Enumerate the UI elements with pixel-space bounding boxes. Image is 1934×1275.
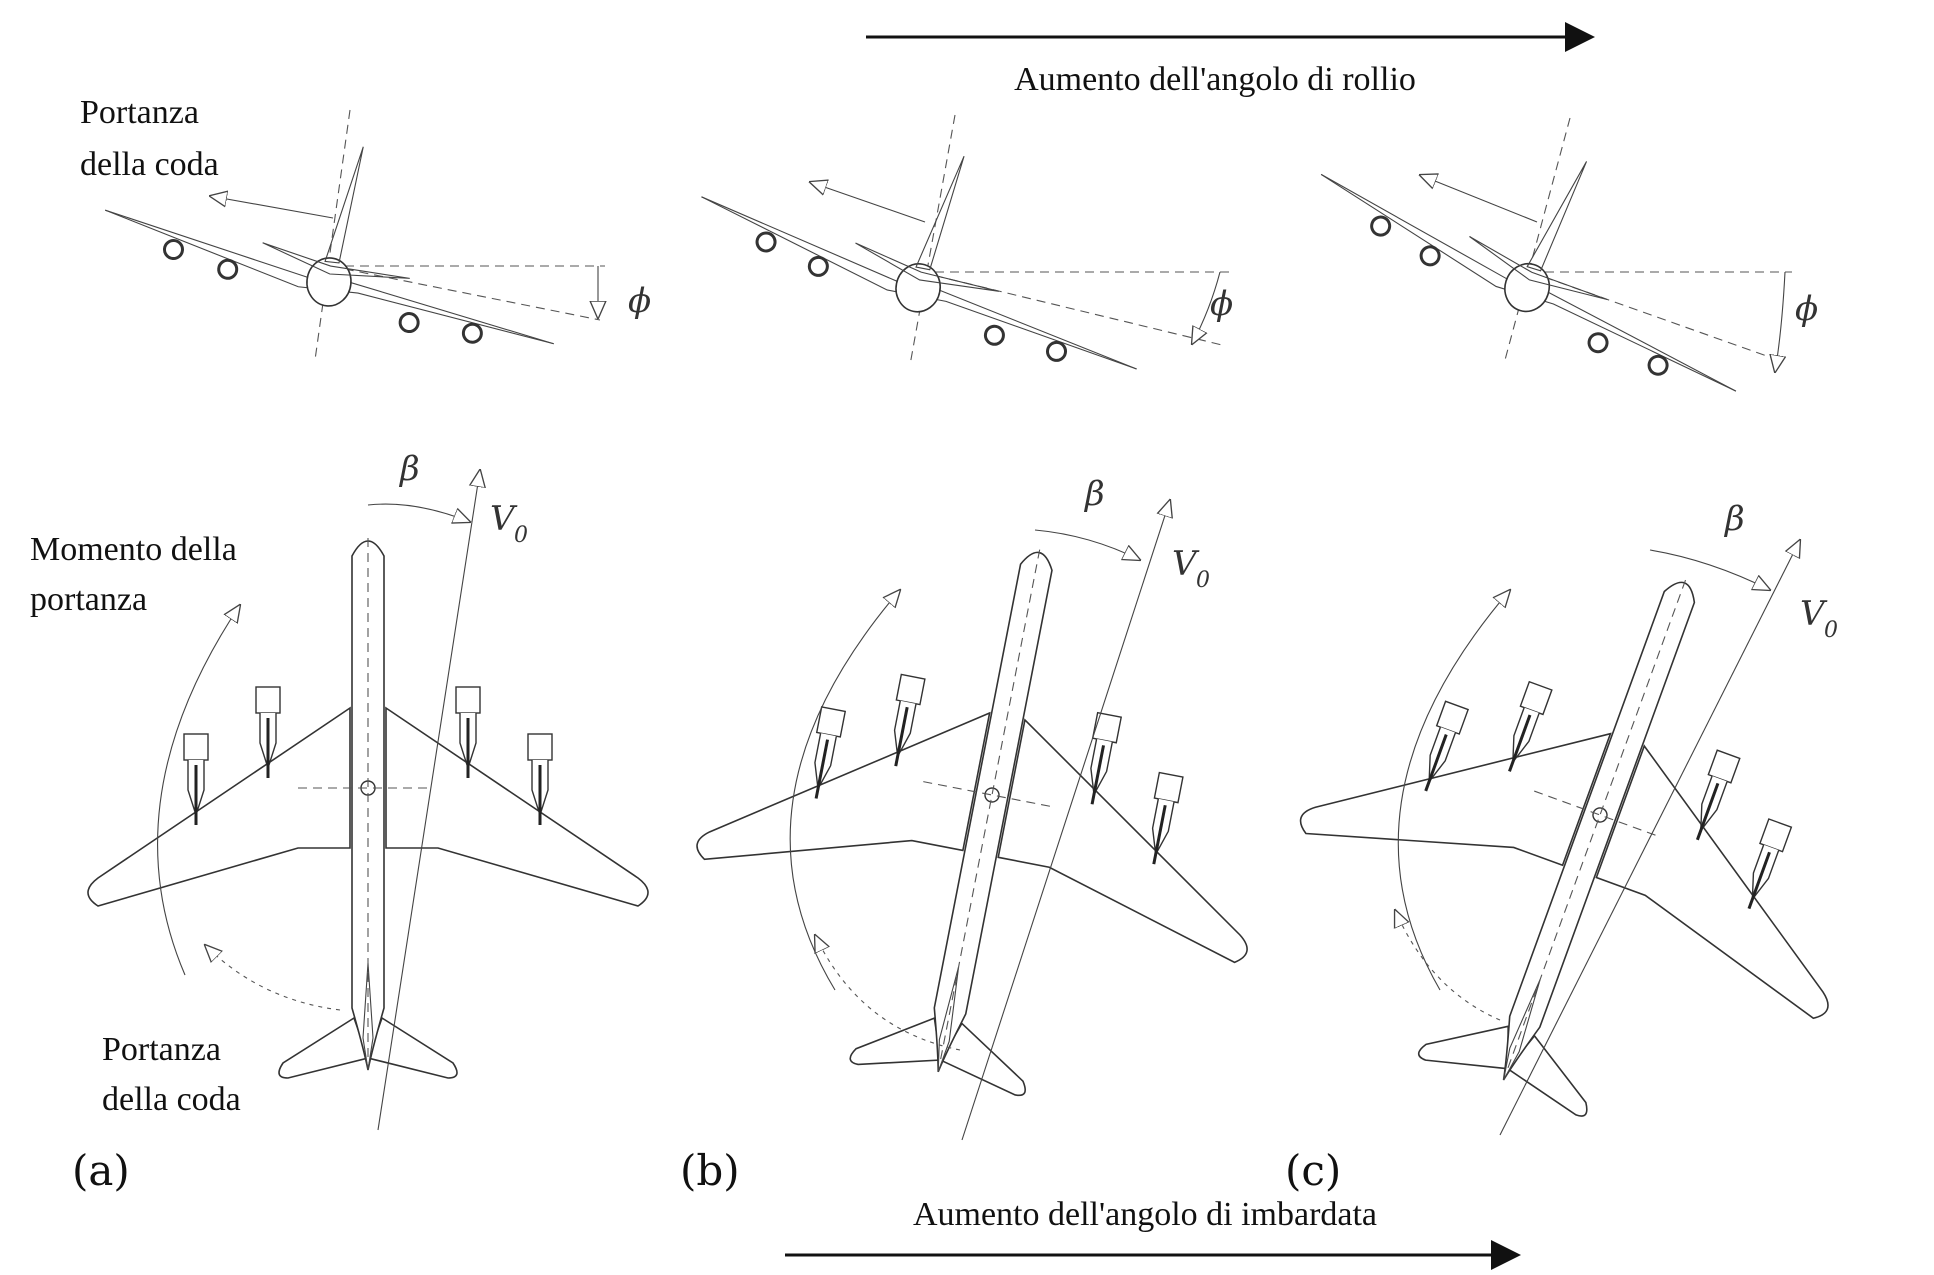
sideslip-symbol-b: β	[1083, 474, 1105, 514]
top-view-a: β V 0 (a)	[72, 449, 650, 1195]
roll-angle-arrow: Aumento dell'angolo di rollio	[866, 22, 1595, 98]
tail-lift-label-bottom-line1: Portanza	[102, 1031, 221, 1068]
roll-angle-symbol-b: ϕ	[1210, 284, 1233, 324]
sideslip-symbol-a: β	[398, 449, 420, 489]
svg-text:0: 0	[514, 523, 528, 548]
top-view-c: β V 0 (c)	[1236, 482, 1934, 1195]
panel-label-a: (a)	[72, 1146, 130, 1195]
yaw-angle-arrow: Aumento dell'angolo di imbardata	[785, 1196, 1521, 1270]
panel-label-c: (c)	[1285, 1146, 1341, 1195]
yaw-angle-label: Aumento dell'angolo di imbardata	[913, 1196, 1377, 1233]
front-view-b: ϕ	[682, 106, 1233, 378]
velocity-symbol-b: V	[1172, 544, 1200, 584]
velocity-symbol-a: V	[490, 499, 518, 539]
roll-angle-symbol-c: ϕ	[1795, 289, 1818, 329]
roll-angle-label: Aumento dell'angolo di rollio	[1014, 61, 1416, 98]
lift-moment-label-line2: portanza	[30, 581, 147, 618]
svg-text:0: 0	[1196, 568, 1210, 593]
panel-label-b: (b)	[680, 1146, 740, 1195]
tail-lift-label-bottom-line2: della coda	[102, 1081, 241, 1118]
sideslip-symbol-c: β	[1723, 499, 1745, 539]
roll-angle-symbol-a: ϕ	[628, 281, 651, 321]
lift-moment-label-line1: Momento della	[30, 531, 237, 568]
svg-text:0: 0	[1824, 618, 1838, 643]
front-view-c: ϕ	[1292, 86, 1818, 400]
front-view-a: ϕ	[94, 109, 651, 361]
tail-lift-label-top-line1: Portanza	[80, 94, 199, 131]
top-view-b: β V 0 (b)	[660, 474, 1317, 1195]
tail-lift-label-top-line2: della coda	[80, 146, 219, 183]
velocity-symbol-c: V	[1800, 594, 1828, 634]
